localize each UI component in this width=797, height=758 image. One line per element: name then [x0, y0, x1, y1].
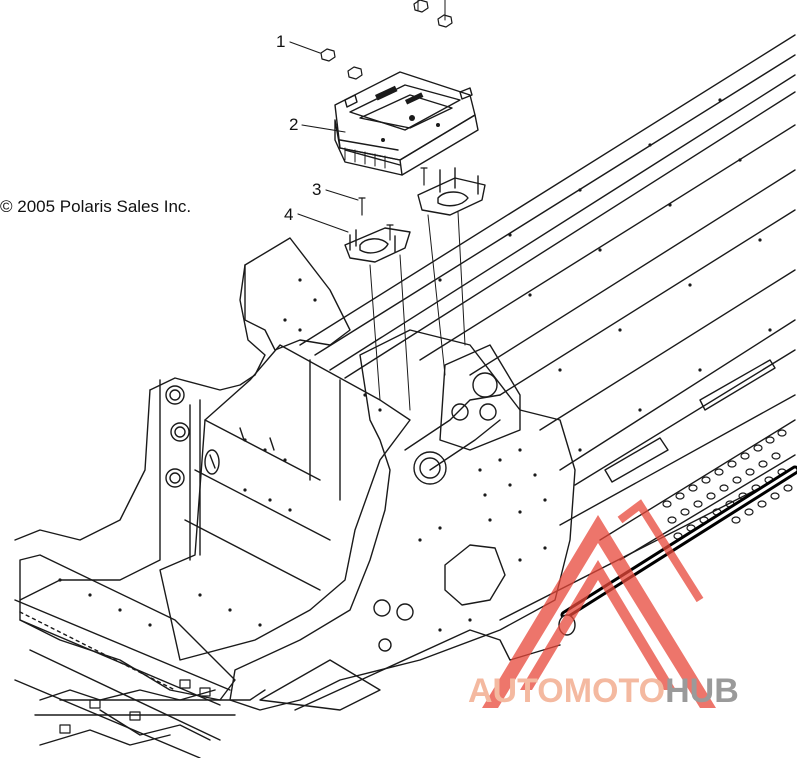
copyright-text: © 2005 Polaris Sales Inc. — [0, 197, 192, 216]
watermark-auto: AUTO — [468, 672, 564, 710]
watermark-moto: MOTO — [563, 672, 666, 710]
callout-4: 4 — [284, 205, 294, 224]
leader-lines — [369, 0, 466, 411]
callout-3: 3 — [312, 180, 322, 199]
left-frame — [14, 264, 266, 601]
lower-frame — [14, 554, 561, 758]
watermark-text: AUTOMOTOHUB — [468, 672, 739, 711]
front-bulkhead — [229, 237, 576, 711]
callout-leaders — [289, 41, 359, 233]
watermark-logo-icon — [482, 499, 716, 708]
callout-1: 1 — [276, 32, 286, 51]
center-tunnel — [159, 344, 411, 661]
nut-parts — [320, 0, 453, 80]
cooler-tube — [558, 465, 797, 636]
tunnel-rails — [299, 34, 796, 621]
ecu-module — [334, 71, 479, 176]
screw-parts — [358, 167, 428, 241]
mounting-bracket — [344, 167, 486, 263]
watermark-hub: HUB — [665, 672, 739, 710]
callout-2: 2 — [289, 115, 299, 134]
